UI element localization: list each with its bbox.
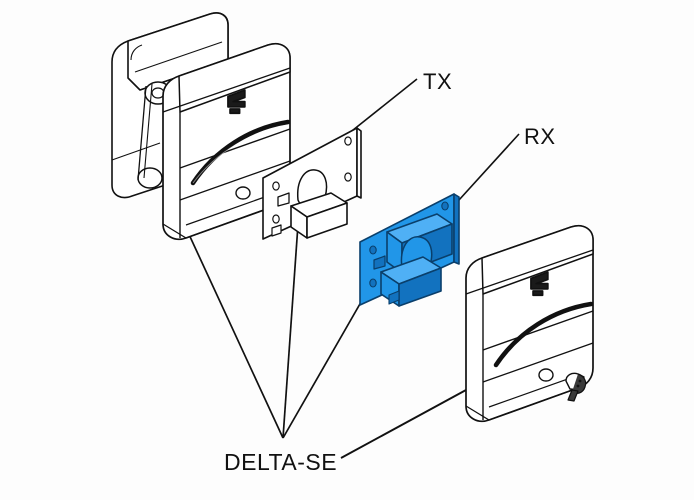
leader-delta-right [340, 389, 467, 459]
leader-lines [149, 78, 520, 459]
label-delta-se: DELTA-SE [224, 449, 337, 475]
photocell-housing-right [465, 224, 594, 423]
rx-bracket [359, 193, 460, 307]
label-rx: RX [524, 124, 556, 149]
leader-rx [448, 133, 520, 212]
mounting-screw [565, 372, 587, 402]
tx-bracket [262, 127, 362, 240]
photocell-housing-front [162, 42, 291, 241]
label-tx: TX [423, 69, 452, 94]
leader-delta-mid [282, 195, 301, 439]
